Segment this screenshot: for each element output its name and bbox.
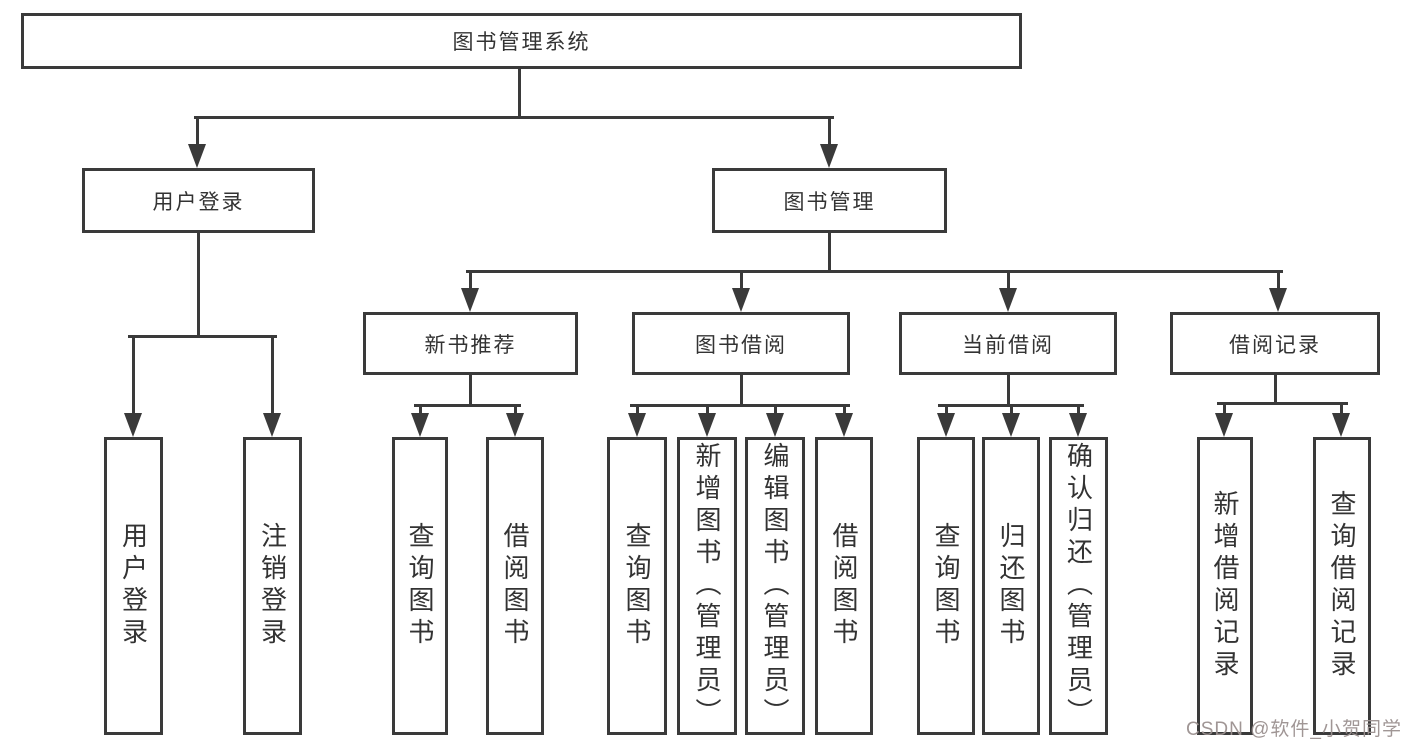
leaf-borrowing-edit-books-admin-label: 编辑图书（管理员） <box>760 442 790 730</box>
leaf-user-login-label: 用户登录 <box>118 522 149 650</box>
connector-arrow-stem <box>1339 401 1343 419</box>
node-library-management-system: 图书管理系统 <box>21 13 1022 69</box>
arrow-down-icon <box>1269 288 1287 312</box>
connector-arrow-stem <box>1222 401 1226 419</box>
leaf-current-return-books: 归还图书 <box>982 437 1040 735</box>
connector-arrow-stem <box>468 269 472 294</box>
leaf-borrowing-borrow-books-label: 借阅图书 <box>829 522 859 650</box>
watermark: CSDN @软件_小贺同学 <box>1186 719 1402 740</box>
node-book-borrowing: 图书借阅 <box>632 312 850 375</box>
arrow-down-icon <box>1069 413 1087 437</box>
leaf-newbooks-query-books: 查询图书 <box>392 437 448 735</box>
leaf-current-return-books-label: 归还图书 <box>996 522 1026 650</box>
arrow-down-icon <box>835 413 853 437</box>
connector-arrow-stem <box>270 334 274 419</box>
leaf-current-query-books-label: 查询图书 <box>931 522 961 650</box>
connector-arrow-stem <box>1009 403 1013 419</box>
connector-arrow-stem <box>944 403 948 419</box>
arrow-down-icon <box>188 144 206 168</box>
arrow-down-icon <box>628 413 646 437</box>
connector-line-horizontal <box>466 269 1283 273</box>
arrow-down-icon <box>1002 413 1020 437</box>
leaf-logout-login-label: 注销登录 <box>257 522 288 650</box>
leaf-records-add-borrow-record: 新增借阅记录 <box>1197 437 1253 735</box>
connector-arrow-stem <box>418 403 422 419</box>
leaf-borrowing-add-books-admin: 新增图书（管理员） <box>677 437 737 735</box>
connector-line-vertical <box>827 233 831 273</box>
arrow-down-icon <box>698 413 716 437</box>
arrow-down-icon <box>263 413 281 437</box>
arrow-down-icon <box>461 288 479 312</box>
connector-line-horizontal <box>414 403 521 407</box>
node-current-borrowing: 当前借阅 <box>899 312 1117 375</box>
leaf-newbooks-borrow-books-label: 借阅图书 <box>500 522 530 650</box>
connector-arrow-stem <box>1076 403 1080 419</box>
connector-arrow-stem <box>739 269 743 294</box>
leaf-borrowing-add-books-admin-label: 新增图书（管理员） <box>692 442 722 730</box>
arrow-down-icon <box>1215 413 1233 437</box>
node-user-login: 用户登录 <box>82 168 315 233</box>
arrow-down-icon <box>937 413 955 437</box>
leaf-current-confirm-return-admin-label: 确认归还（管理员） <box>1063 442 1094 730</box>
arrow-down-icon <box>411 413 429 437</box>
leaf-newbooks-query-books-label: 查询图书 <box>405 522 435 650</box>
leaf-logout-login: 注销登录 <box>243 437 302 735</box>
leaf-current-confirm-return-admin: 确认归还（管理员） <box>1049 437 1108 735</box>
connector-line-horizontal <box>630 403 850 407</box>
connector-arrow-stem <box>705 403 709 419</box>
leaf-records-query-borrow-record: 查询借阅记录 <box>1313 437 1371 735</box>
node-book-management: 图书管理 <box>712 168 947 233</box>
connector-arrow-stem <box>1276 269 1280 294</box>
connector-line-vertical <box>1273 375 1277 405</box>
leaf-borrowing-query-books-label: 查询图书 <box>622 522 652 650</box>
connector-line-vertical <box>517 69 521 119</box>
arrow-down-icon <box>1332 413 1350 437</box>
connector-line-vertical <box>468 375 472 407</box>
leaf-user-login: 用户登录 <box>104 437 163 735</box>
connector-line-horizontal <box>1217 401 1348 405</box>
connector-line-horizontal <box>128 334 277 338</box>
leaf-current-query-books: 查询图书 <box>917 437 975 735</box>
connector-arrow-stem <box>842 403 846 419</box>
arrow-down-icon <box>732 288 750 312</box>
connector-line-horizontal <box>194 115 834 119</box>
connector-arrow-stem <box>1006 269 1010 294</box>
node-borrowing-records: 借阅记录 <box>1170 312 1380 375</box>
arrow-down-icon <box>820 144 838 168</box>
arrow-down-icon <box>999 288 1017 312</box>
connector-line-vertical <box>739 375 743 407</box>
connector-arrow-stem <box>513 403 517 419</box>
leaf-borrowing-borrow-books: 借阅图书 <box>815 437 873 735</box>
node-new-book-recommendation: 新书推荐 <box>363 312 578 375</box>
leaf-records-query-borrow-record-label: 查询借阅记录 <box>1327 490 1357 682</box>
connector-arrow-stem <box>773 403 777 419</box>
connector-arrow-stem <box>827 115 831 150</box>
leaf-borrowing-query-books: 查询图书 <box>607 437 667 735</box>
connector-arrow-stem <box>195 115 199 150</box>
arrow-down-icon <box>766 413 784 437</box>
leaf-borrowing-edit-books-admin: 编辑图书（管理员） <box>745 437 805 735</box>
arrow-down-icon <box>124 413 142 437</box>
connector-line-vertical <box>1006 375 1010 407</box>
connector-arrow-stem <box>131 334 135 419</box>
arrow-down-icon <box>506 413 524 437</box>
connector-line-vertical <box>196 233 200 338</box>
leaf-newbooks-borrow-books: 借阅图书 <box>486 437 544 735</box>
connector-arrow-stem <box>635 403 639 419</box>
leaf-records-add-borrow-record-label: 新增借阅记录 <box>1210 490 1240 682</box>
